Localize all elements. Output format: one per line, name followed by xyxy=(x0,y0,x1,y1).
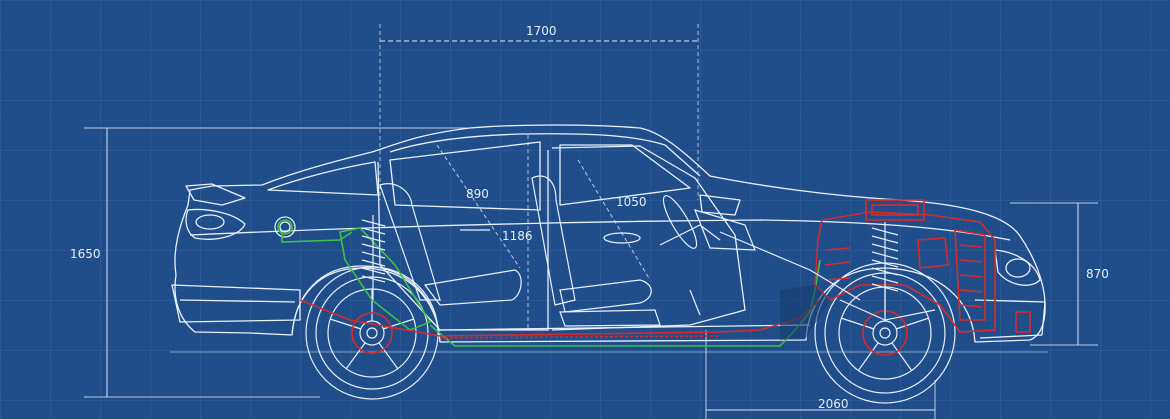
dim-right-label: 870 xyxy=(1086,267,1109,281)
door-handle-front xyxy=(603,232,641,244)
dashboard xyxy=(693,209,756,251)
dim-seat-rear-line xyxy=(436,144,521,269)
front-control-arm xyxy=(839,299,936,321)
front-hub-center xyxy=(879,327,891,339)
dimension-lines xyxy=(84,24,1098,419)
rear-seat-cushion xyxy=(423,269,522,306)
fuel-filler-green xyxy=(277,219,293,235)
front-seat-back xyxy=(531,175,576,306)
dim-bottom-label: 2060 xyxy=(818,397,849,411)
taillight xyxy=(185,208,246,240)
engine-top xyxy=(865,199,925,221)
front-side-window xyxy=(559,144,691,206)
front-seat-cushion xyxy=(559,279,652,313)
side-sill xyxy=(439,324,811,331)
fuel-pipe-green xyxy=(281,231,353,243)
roof-line xyxy=(389,133,701,177)
rear-tire-inner xyxy=(315,276,429,390)
front-intake xyxy=(1015,311,1031,333)
fuel-cap xyxy=(274,216,296,238)
rear-window xyxy=(267,161,379,196)
dim-seat-front-label: 1050 xyxy=(616,195,647,209)
dim-left-label: 1650 xyxy=(70,247,101,261)
rear-seat-back xyxy=(379,183,441,301)
dim-top-label: 1700 xyxy=(526,24,557,38)
rear-coil-spring xyxy=(361,215,386,300)
steering-wheel xyxy=(662,195,698,249)
headlight xyxy=(994,249,1041,286)
front-coil-spring xyxy=(719,222,936,321)
steering-column xyxy=(659,224,721,246)
front-spokes xyxy=(840,287,930,372)
dim-seat-rear-label: 890 xyxy=(466,187,489,201)
pedal xyxy=(689,289,701,316)
engine-detail-2 xyxy=(917,237,949,269)
rear-hub-center xyxy=(366,327,378,339)
engine-detail-1 xyxy=(824,247,851,281)
car-body xyxy=(171,124,1046,343)
rear-diffuser xyxy=(179,299,296,303)
engine-cover xyxy=(871,204,919,216)
rear-bumper xyxy=(171,284,301,323)
seat-base xyxy=(559,309,661,327)
interior xyxy=(379,175,756,327)
headlight-inner xyxy=(1005,258,1031,278)
floor-tray xyxy=(439,335,721,339)
front-door-outline xyxy=(551,145,746,331)
front-bumper xyxy=(974,299,1046,339)
body-crease xyxy=(189,219,1011,241)
undercarriage-shade xyxy=(780,285,830,340)
side-mirror xyxy=(699,194,741,216)
dim-cabin-label: 1186 xyxy=(502,229,533,243)
radiator xyxy=(954,229,986,321)
radiator-fins xyxy=(959,244,983,308)
taillight-inner xyxy=(195,214,225,230)
car-silhouette xyxy=(174,124,1046,343)
rear-side-window xyxy=(389,141,541,211)
drive-shaft xyxy=(719,231,861,301)
rear-brake-red xyxy=(351,312,393,354)
rear-subframe xyxy=(339,227,432,331)
dim-seat-front-line xyxy=(577,159,651,281)
rear-spoiler xyxy=(185,183,246,206)
fuel-cap-inner xyxy=(279,221,291,233)
